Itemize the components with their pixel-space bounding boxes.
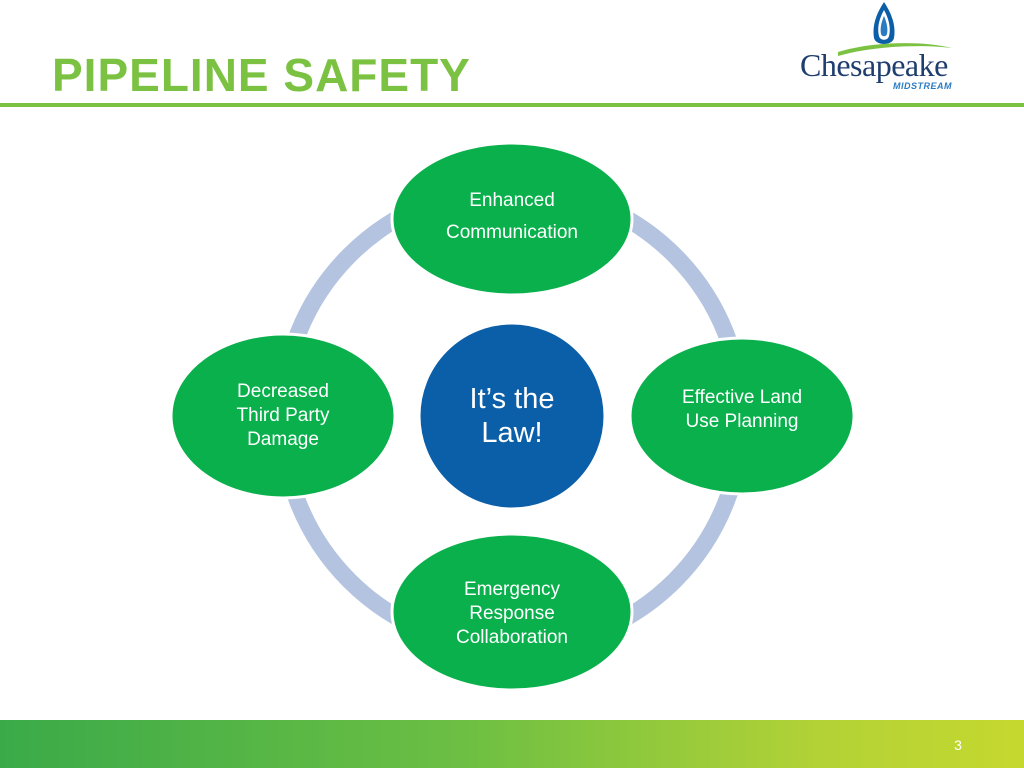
logo-subtitle: MIDSTREAM xyxy=(893,81,952,91)
node-right xyxy=(628,336,856,496)
node-left xyxy=(169,332,397,500)
title-underline xyxy=(0,103,1024,107)
slide-title: PIPELINE SAFETY xyxy=(52,49,471,101)
chesapeake-logo-icon xyxy=(838,2,952,56)
center-node xyxy=(417,321,607,511)
node-top xyxy=(390,141,634,297)
logo-wordmark: Chesapeake xyxy=(800,47,948,83)
page-number: 3 xyxy=(954,737,962,753)
footer-bar xyxy=(0,720,1024,768)
node-bottom xyxy=(390,532,634,692)
